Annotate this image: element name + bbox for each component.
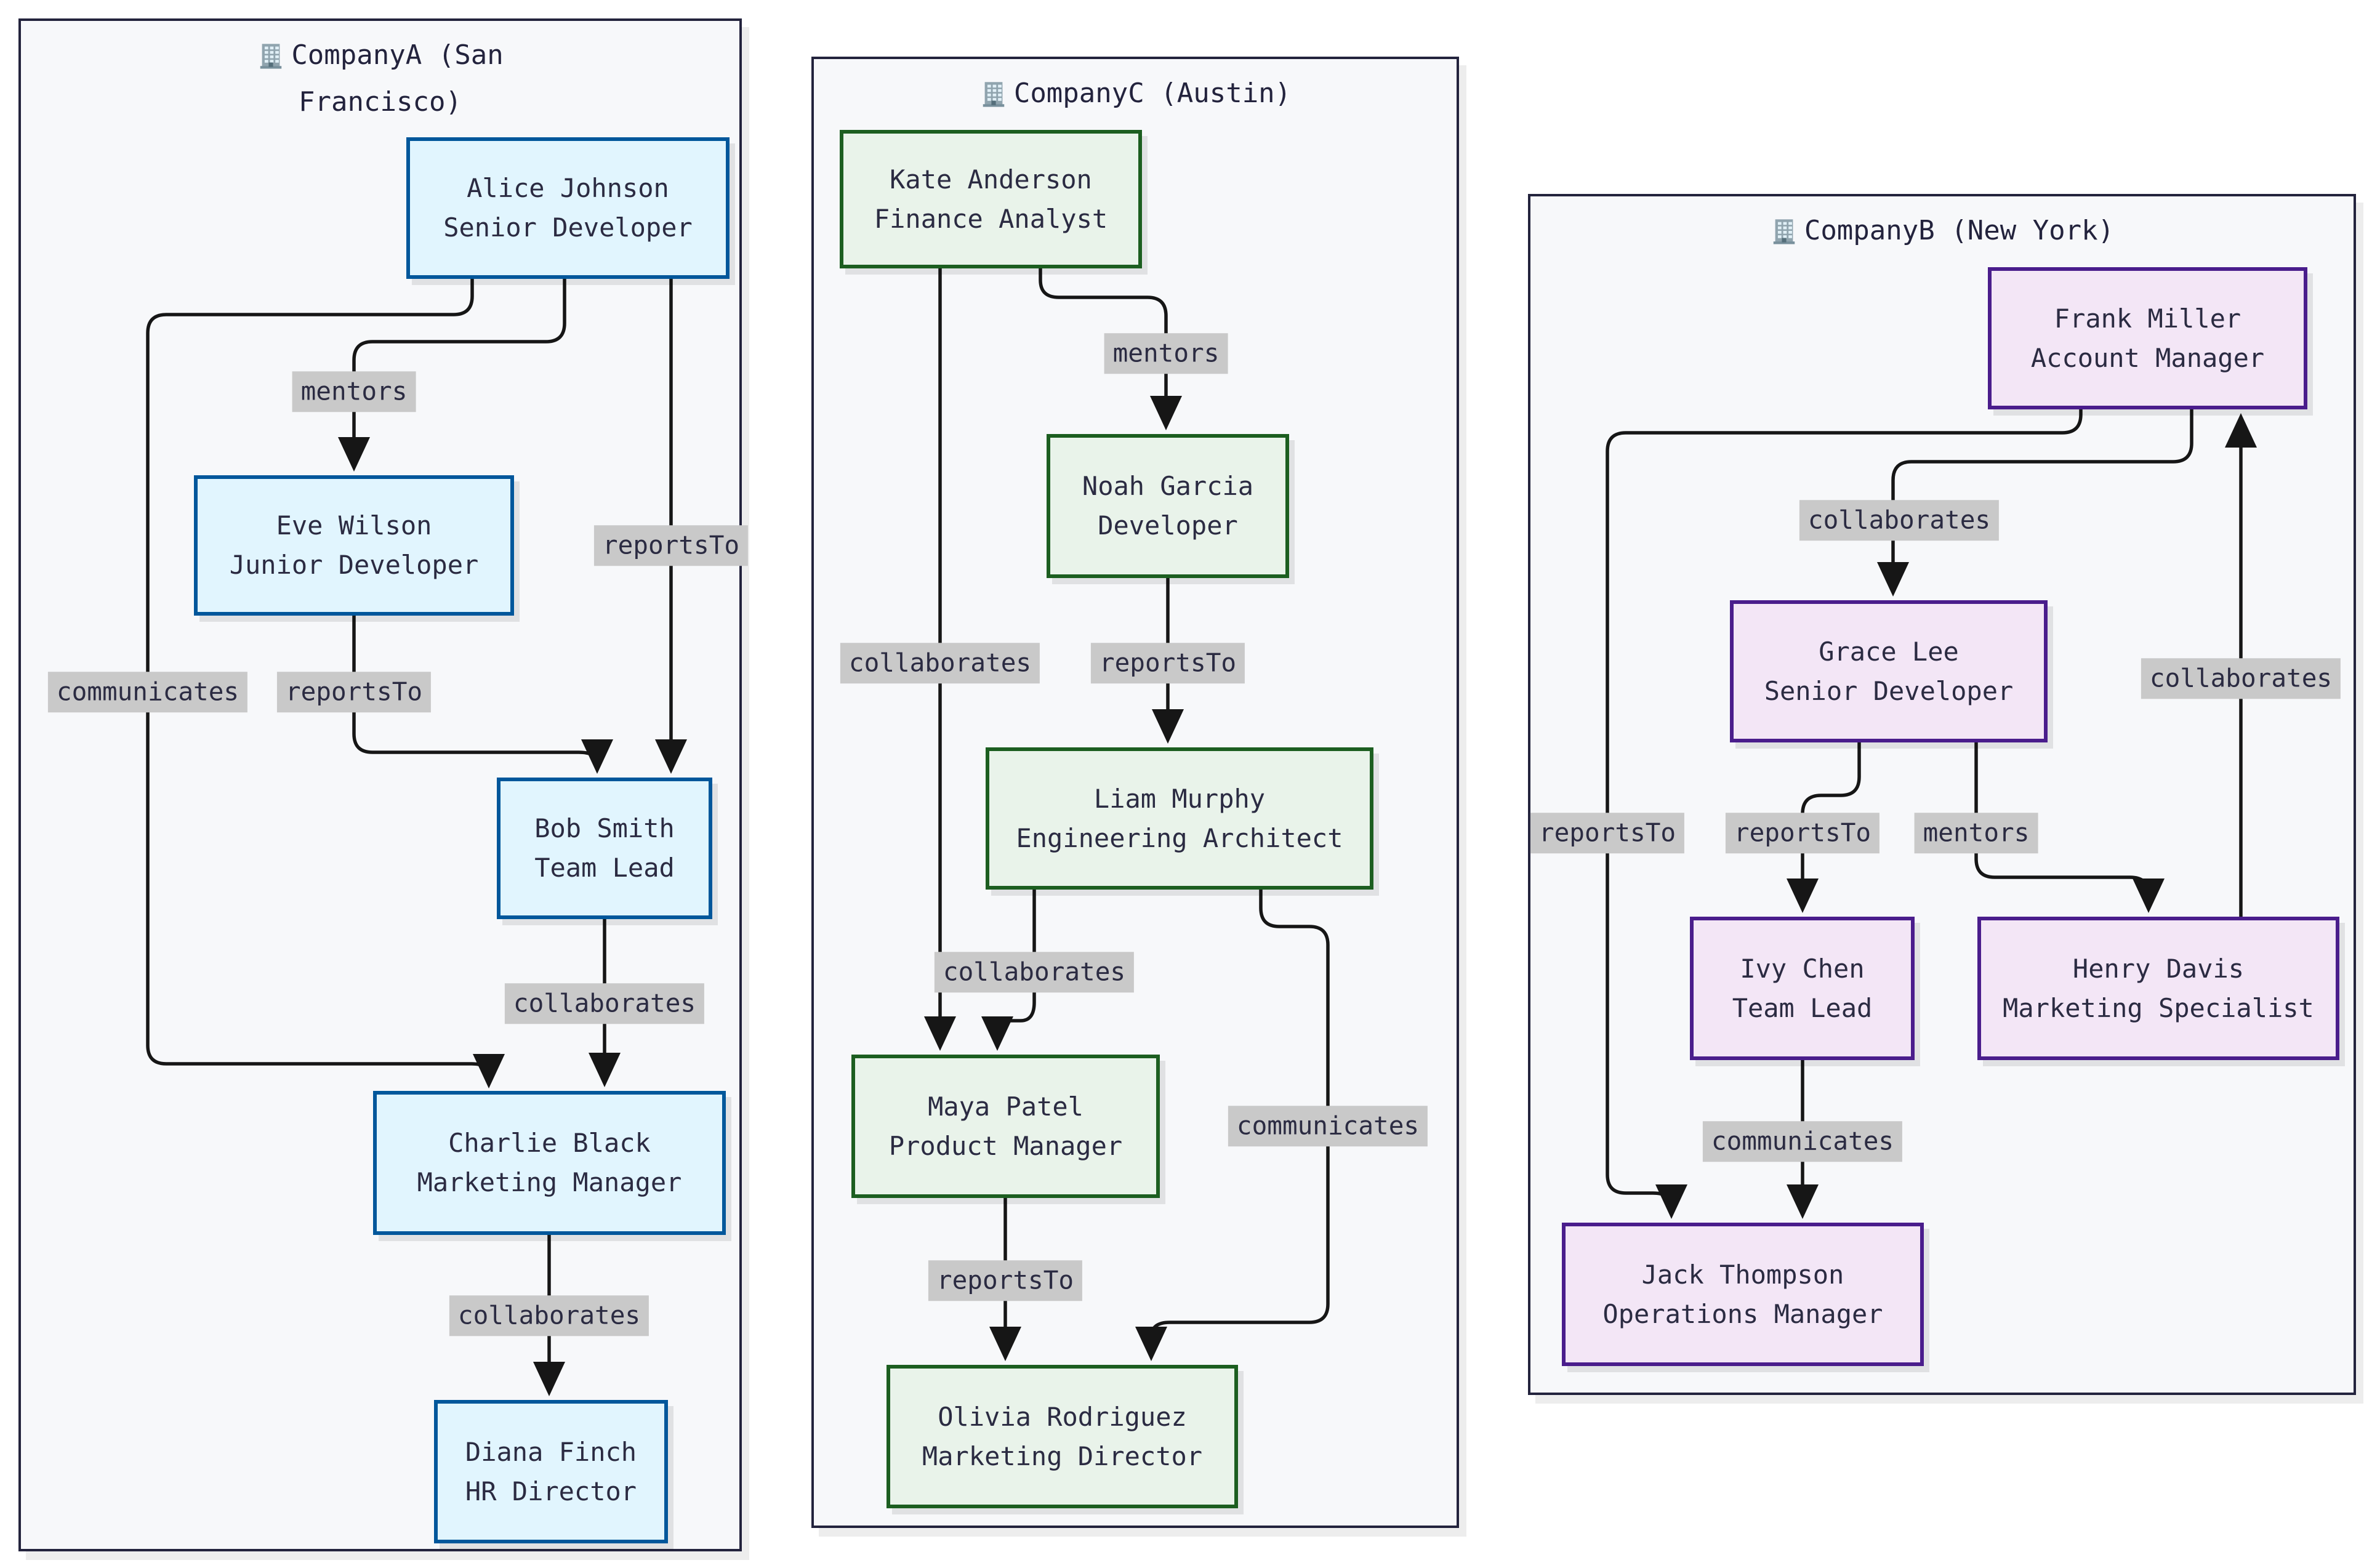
node-person-role: Marketing Director <box>922 1441 1203 1471</box>
node-person-role: Senior Developer <box>443 212 693 243</box>
edge-label-text: communicates <box>1711 1126 1894 1156</box>
node-person-name: Eve Wilson <box>276 510 432 541</box>
edge-label-alice-charlie: communicates <box>47 672 248 712</box>
cluster-title-companyC: CompanyC (Austin) <box>814 70 1457 117</box>
cluster-title-companyA: CompanyA (San Francisco) <box>190 32 571 125</box>
edge-label-charlie-diana: collaborates <box>449 1295 649 1336</box>
node-person-role: Team Lead <box>1732 992 1873 1023</box>
edge-label-text: reportsTo <box>1099 648 1237 678</box>
node-person-name: Diana Finch <box>465 1436 637 1467</box>
edge-label-text: mentors <box>300 376 408 406</box>
edge-label-kate-noah: mentors <box>1104 333 1228 374</box>
node-person-name: Frank Miller <box>2054 303 2241 334</box>
node-person-role: Product Manager <box>888 1130 1123 1161</box>
cluster-title-text: CompanyC (Austin) <box>1013 78 1292 109</box>
edge-label-text: reportsTo <box>1734 818 1872 848</box>
node-person-name: Maya Patel <box>928 1091 1084 1122</box>
edge-label-text: reportsTo <box>602 530 740 560</box>
building-icon <box>260 44 282 69</box>
node-person-name: Jack Thompson <box>1641 1259 1844 1290</box>
edge-label-text: communicates <box>56 677 239 707</box>
node-person-name: Charlie Black <box>448 1128 651 1158</box>
edge-label-alice-bob: reportsTo <box>593 525 749 566</box>
edge-label-text: collaborates <box>457 1300 641 1330</box>
node-diana: Diana Finch HR Director <box>434 1400 668 1543</box>
cluster-title-companyB: CompanyB (New York) <box>1530 207 2354 254</box>
edge-label-text: mentors <box>1923 818 2030 848</box>
edge-label-grace-ivy: reportsTo <box>1725 813 1880 853</box>
edge-label-henry-frank: collaborates <box>2141 658 2341 699</box>
edge-label-frank-jack: reportsTo <box>1530 813 1685 853</box>
node-person-name: Ivy Chen <box>1740 953 1865 984</box>
node-person-name: Alice Johnson <box>467 173 669 203</box>
edge-label-eve-bob: reportsTo <box>276 672 432 712</box>
edge-label-text: mentors <box>1112 338 1220 368</box>
node-person-role: Senior Developer <box>1764 675 2014 706</box>
node-person-name: Kate Anderson <box>890 164 1092 195</box>
edge-label-grace-henry: mentors <box>1914 813 2038 853</box>
edge-label-text: communicates <box>1236 1111 1420 1141</box>
edge-label-text: reportsTo <box>1538 818 1676 848</box>
edge-label-kate-maya: collaborates <box>840 643 1040 683</box>
node-person-role: Team Lead <box>534 853 675 883</box>
node-person-role: Account Manager <box>2030 342 2265 373</box>
edge-label-text: collaborates <box>2149 663 2333 693</box>
edge-label-text: collaborates <box>943 957 1126 987</box>
node-person-role: HR Director <box>465 1476 637 1506</box>
node-person-role: Marketing Specialist <box>2003 992 2314 1023</box>
edge-label-text: collaborates <box>513 988 696 1018</box>
edge-label-alice-eve: mentors <box>292 371 416 412</box>
cluster-title-text: CompanyB (New York) <box>1804 215 2115 246</box>
node-person-name: Noah Garcia <box>1082 471 1254 501</box>
building-icon <box>983 82 1005 107</box>
edge-label-liam-olivia: communicates <box>1228 1106 1428 1146</box>
edge-label-liam-maya: collaborates <box>934 952 1135 992</box>
edge-label-frank-grace: collaborates <box>1799 500 2000 541</box>
node-person-role: Finance Analyst <box>874 203 1108 234</box>
node-person-role: Engineering Architect <box>1016 822 1343 853</box>
node-person-name: Olivia Rodriguez <box>938 1401 1187 1432</box>
node-person-name: Grace Lee <box>1819 636 1959 667</box>
node-person-role: Marketing Manager <box>417 1167 682 1197</box>
node-person-name: Henry Davis <box>2072 953 2245 984</box>
node-person-role: Developer <box>1098 510 1238 541</box>
edge-label-text: collaborates <box>1807 505 1991 535</box>
node-person-name: Bob Smith <box>534 813 675 843</box>
edge-label-maya-olivia: reportsTo <box>928 1260 1083 1301</box>
building-icon <box>1773 219 1795 244</box>
edge-label-text: collaborates <box>848 648 1032 678</box>
node-person-role: Operations Manager <box>1602 1298 1883 1329</box>
edge-label-ivy-jack: communicates <box>1702 1121 1903 1162</box>
node-person-name: Liam Murphy <box>1093 783 1266 814</box>
edge-label-text: reportsTo <box>936 1265 1074 1295</box>
edge-label-bob-charlie: collaborates <box>504 983 705 1024</box>
edge-label-noah-liam: reportsTo <box>1090 643 1245 683</box>
edge-label-text: reportsTo <box>285 677 423 707</box>
cluster-title-text: CompanyA (San Francisco) <box>291 39 504 118</box>
node-person-role: Junior Developer <box>229 550 479 580</box>
